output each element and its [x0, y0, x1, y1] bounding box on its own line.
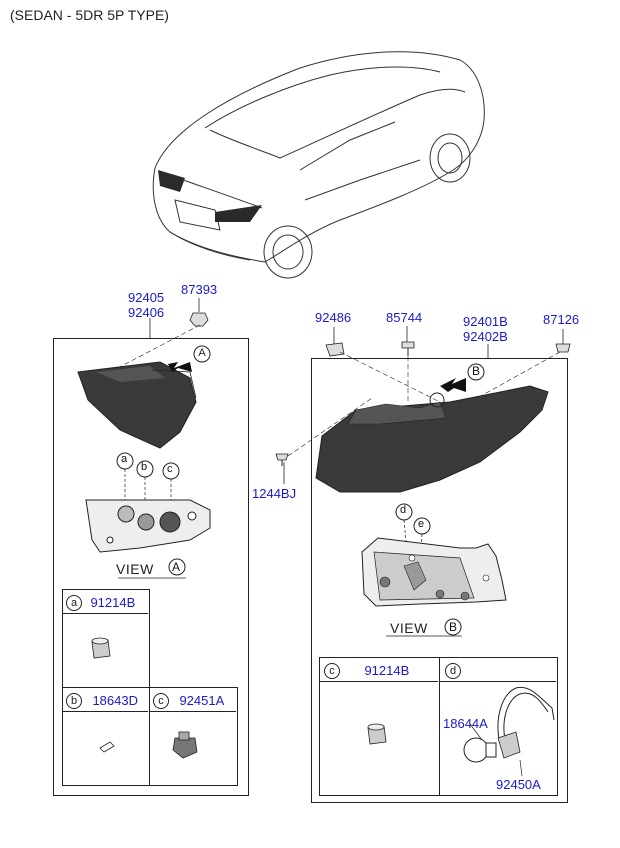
- right-row-c-key: c: [324, 662, 340, 679]
- part-number-92406[interactable]: 92406: [128, 305, 165, 320]
- part-number-18643d[interactable]: 18643D: [92, 693, 138, 708]
- part-number-18644a[interactable]: 18644A: [443, 716, 488, 731]
- part-number-87393[interactable]: 87393: [181, 282, 218, 297]
- row-b: b 18643D: [66, 692, 138, 710]
- right-row-d-key: d: [445, 662, 461, 679]
- part-number-92451a[interactable]: 92451A: [179, 693, 225, 708]
- part-number-87126[interactable]: 87126: [543, 312, 580, 327]
- row-a: a 91214B: [66, 594, 135, 612]
- callout-d: d: [400, 504, 407, 516]
- part-number-92405[interactable]: 92405: [128, 290, 165, 305]
- row-c-key: c: [153, 692, 169, 709]
- part-number-92402b[interactable]: 92402B: [463, 329, 508, 344]
- left-table-b-header: [62, 688, 148, 712]
- part-number-91214b-left[interactable]: 91214B: [90, 595, 136, 610]
- right-row-d: d: [445, 662, 461, 680]
- left-table-c-header: [149, 688, 236, 712]
- view-a-label: VIEW: [116, 561, 154, 577]
- callout-c: c: [167, 463, 173, 475]
- view-a-text: VIEW: [116, 561, 154, 577]
- part-number-92401b[interactable]: 92401B: [463, 314, 508, 329]
- row-c: c 92451A: [153, 692, 224, 710]
- part-number-1244bj[interactable]: 1244BJ: [252, 486, 297, 501]
- left-table-a-header: [62, 590, 148, 614]
- part-number-92450a[interactable]: 92450A: [496, 777, 541, 792]
- part-number-85744[interactable]: 85744: [386, 310, 423, 325]
- arrow-ref-b-label: B: [472, 364, 481, 378]
- view-a-ref: A: [172, 560, 181, 574]
- right-table-d-header: [439, 658, 556, 682]
- callout-b: b: [141, 461, 148, 473]
- view-b-ref: B: [449, 620, 458, 634]
- part-number-92486[interactable]: 92486: [315, 310, 352, 325]
- part-number-91214b-right[interactable]: 91214B: [364, 663, 410, 678]
- right-table-d: [439, 657, 558, 796]
- right-table-c-header: [319, 658, 438, 682]
- callout-a: a: [121, 453, 128, 465]
- right-row-c: c 91214B: [324, 662, 409, 680]
- diagram-title: (SEDAN - 5DR 5P TYPE): [10, 7, 169, 23]
- arrow-ref-a-label: A: [198, 347, 206, 359]
- view-b-text: VIEW: [390, 620, 428, 636]
- view-b-label: VIEW: [390, 620, 428, 636]
- left-table-c: [149, 687, 238, 786]
- callout-e: e: [418, 518, 425, 530]
- row-a-key: a: [66, 594, 82, 611]
- row-b-key: b: [66, 692, 82, 709]
